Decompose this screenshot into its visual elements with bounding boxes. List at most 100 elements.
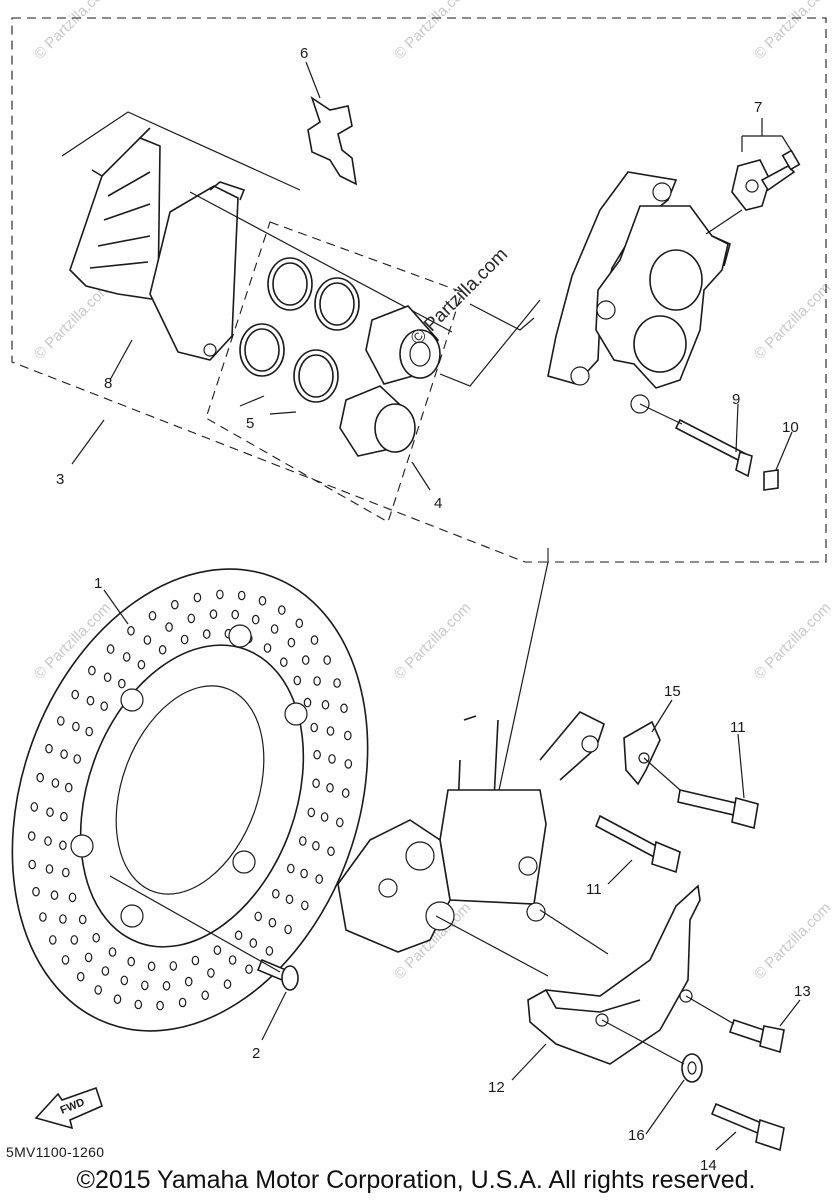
disc-hole [88, 665, 96, 676]
disc-hole [28, 859, 37, 870]
callout-8: 8 [104, 375, 112, 392]
disc-hole [285, 894, 294, 905]
disc-hole [46, 807, 54, 817]
bleeder-screw [705, 118, 801, 235]
disc-hole [249, 938, 258, 948]
fwd-arrow-icon: FWD [34, 1086, 103, 1130]
disc-hole [73, 754, 82, 764]
disc-hole [191, 955, 200, 966]
disc-hole [156, 1000, 164, 1011]
disc-hole [45, 864, 54, 874]
disc-hole [321, 699, 330, 710]
disc-drill-holes [27, 589, 353, 1011]
piston-pair [339, 305, 441, 457]
disc-hole [245, 964, 253, 974]
disc-hole [344, 759, 353, 769]
disc-hole [85, 726, 94, 737]
disc-hole [307, 807, 316, 818]
disc-hole [327, 846, 335, 857]
disc-guard [511, 884, 701, 1081]
caliper-assembly-boundary [11, 17, 827, 563]
bolt-upper [643, 733, 759, 830]
disc-hole [113, 994, 122, 1004]
disc-hole [127, 625, 135, 636]
disc-hole [122, 652, 131, 662]
disc-hole [209, 609, 218, 619]
leader-line [71, 419, 105, 465]
disc-hole [187, 613, 196, 624]
disc-hole [315, 874, 324, 884]
disc-hole [312, 840, 320, 851]
disc-hole [335, 817, 344, 828]
leader-line [103, 589, 129, 625]
disc-hole [270, 624, 279, 634]
caliper-pin [674, 403, 753, 478]
disc-hole [193, 592, 202, 603]
disc-hole [134, 999, 143, 1010]
disc-hole [39, 912, 47, 922]
disc-hole [158, 644, 167, 655]
disc-bolt [109, 875, 299, 1041]
disc-hole [162, 980, 171, 991]
disc-hole [310, 635, 319, 645]
disc-hole [60, 811, 68, 822]
callout-16: 16 [628, 1127, 645, 1144]
disc-hole [137, 659, 146, 670]
callout-5: 5 [246, 415, 254, 432]
watermark-text: © Partzilla.com [751, 279, 832, 362]
disc-hole [287, 637, 296, 648]
watermark-text: © Partzilla.com [751, 899, 832, 982]
callout-7: 7 [754, 99, 762, 116]
disc-hole [201, 990, 210, 1001]
copyright-notice: ©2015 Yamaha Motor Corporation, U.S.A. A… [76, 1166, 756, 1194]
pad-spring [305, 61, 358, 186]
disc-hole [50, 890, 59, 900]
brake-disc [11, 568, 369, 1032]
disc-hole [293, 675, 302, 686]
disc-hole [184, 976, 193, 987]
disc-hole [148, 610, 157, 621]
bolt-lower [594, 814, 681, 885]
leader-line [435, 909, 609, 977]
watermark-text: © Partzilla.com [391, 599, 474, 682]
disc-hole [320, 812, 329, 822]
disc-hole [328, 754, 336, 764]
disc-hole [237, 590, 246, 601]
watermark-text: © Partzilla.com [751, 599, 832, 682]
disc-hole [106, 644, 115, 654]
disc-hole [202, 629, 211, 639]
disc-hole [118, 678, 126, 689]
disc-hole [254, 911, 263, 922]
disc-hole [27, 831, 36, 841]
disc-hole [284, 924, 292, 935]
guard-bolt-13 [685, 995, 801, 1054]
disc-hole [340, 703, 348, 714]
disc-hole [171, 599, 179, 610]
disc-hole [213, 945, 222, 955]
disc-hole [298, 836, 307, 846]
disc-hole [101, 966, 110, 976]
disc-hole [56, 716, 65, 726]
disc-hole [44, 836, 52, 846]
callout-10: 10 [782, 419, 799, 436]
disc-hole [279, 657, 288, 667]
disc-hole [323, 655, 332, 665]
disc-hole [265, 946, 274, 956]
watermark-text: © Partzilla.com [391, 0, 474, 63]
watermark-text: © Partzilla.com [751, 0, 832, 63]
disc-hole [120, 975, 129, 986]
disc-hole [231, 609, 240, 620]
disc-hole [48, 935, 57, 945]
disc-hole [258, 595, 267, 606]
diagram-code: 5MV1100-1260 [6, 1144, 105, 1160]
watermark-text: © Partzilla.com [31, 279, 114, 362]
disc-hole [59, 914, 67, 924]
disc-hole [228, 955, 237, 965]
callout-11-lower: 11 [586, 881, 602, 898]
seal-set [239, 257, 360, 403]
disc-hole [286, 863, 295, 874]
disc-hole [86, 695, 95, 706]
disc-hole [207, 968, 215, 978]
disc-hole [300, 900, 309, 911]
disc-hole [45, 743, 53, 754]
